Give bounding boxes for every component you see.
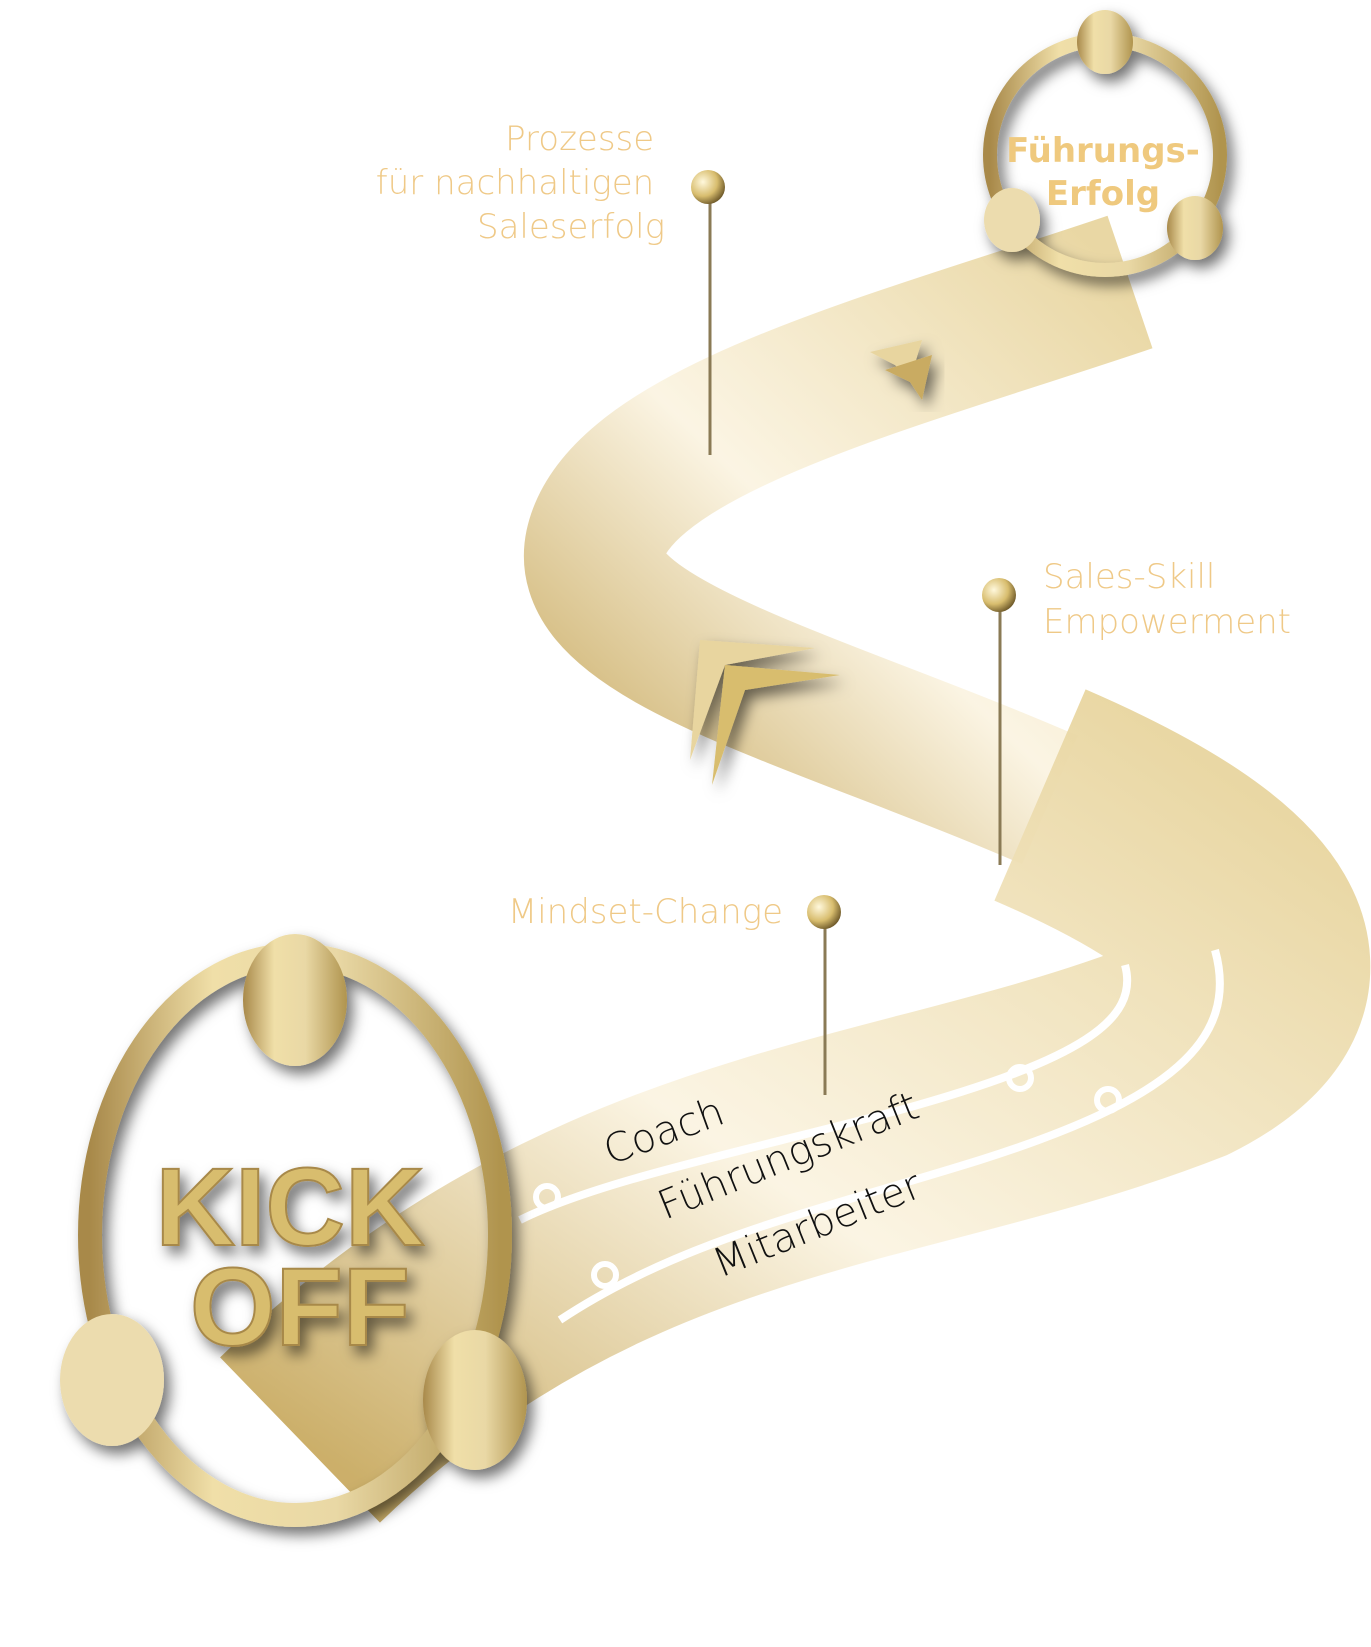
direction-arrow-icon xyxy=(690,640,840,785)
person-node-icon xyxy=(984,188,1040,252)
milestone-pin-2 xyxy=(982,578,1016,865)
person-node-icon xyxy=(423,1330,527,1470)
lane-divider-2 xyxy=(557,948,1224,1324)
milestone-label-2: Sales-Skill Empowerment xyxy=(1043,557,1291,642)
goal-title-line1: Führungs- xyxy=(1006,131,1200,171)
pin-head-icon xyxy=(807,895,841,929)
road xyxy=(220,215,1371,1524)
person-node-icon xyxy=(243,934,347,1066)
kickoff-title-line1: KICK xyxy=(156,1146,425,1269)
person-node-icon xyxy=(1167,196,1223,260)
goal-title-line2: Erfolg xyxy=(1046,174,1160,214)
person-node-icon xyxy=(60,1314,164,1446)
pin-head-icon xyxy=(982,578,1016,612)
milestone-pin-3 xyxy=(807,895,841,1095)
milestone-label-1: Prozesse für nachhaltigen Saleserfolg xyxy=(376,119,665,247)
person-node-icon xyxy=(1077,10,1133,74)
kickoff-title-line2: OFF xyxy=(190,1246,410,1369)
goal-emblem xyxy=(983,10,1227,277)
pin-head-icon xyxy=(691,170,725,204)
direction-arrow-icon xyxy=(870,340,932,400)
kickoff-emblem xyxy=(60,934,527,1527)
milestone-label-3: Mindset-Change xyxy=(508,892,783,932)
milestone-pin-1 xyxy=(691,170,725,455)
lane-divider-1 xyxy=(518,963,1132,1224)
